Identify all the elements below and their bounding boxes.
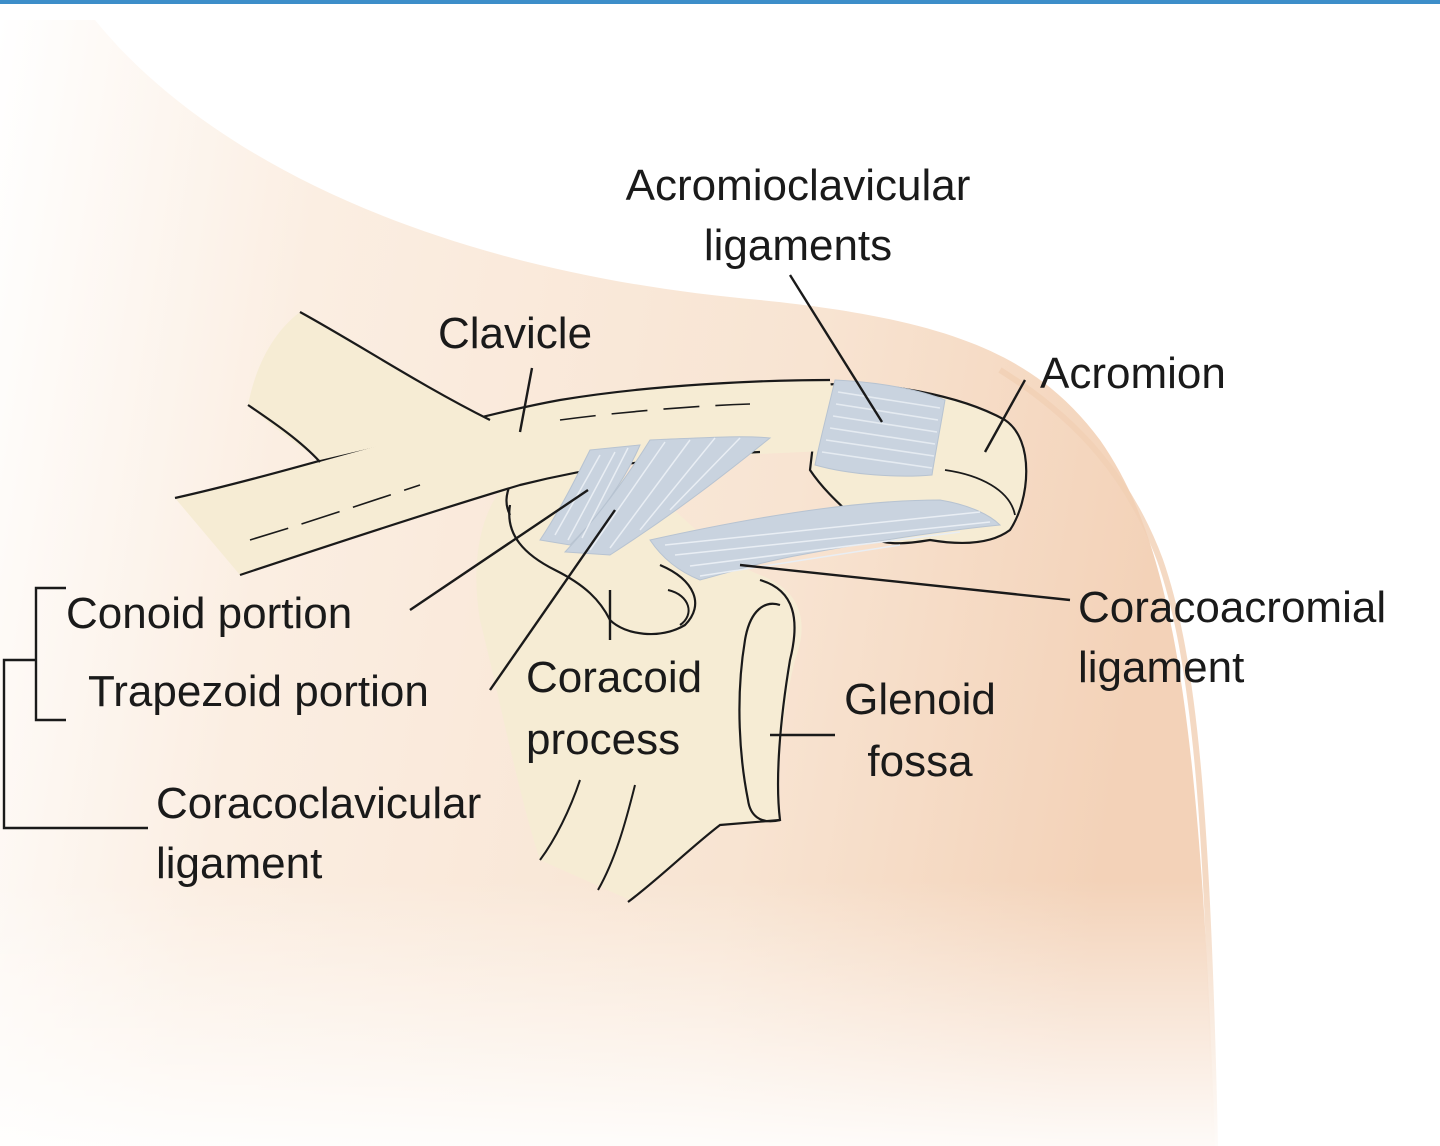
label-coracoid-line2: process bbox=[526, 710, 680, 770]
label-clavicle: Clavicle bbox=[438, 304, 592, 364]
label-coracoacromial-line1: Coracoacromial bbox=[1078, 578, 1386, 638]
label-acromioclavicular-line2: ligaments bbox=[598, 216, 998, 276]
label-coracoid-line1: Coracoid bbox=[526, 648, 702, 708]
label-coracoacromial-line2: ligament bbox=[1078, 638, 1244, 698]
label-glenoid-line2: fossa bbox=[820, 732, 1020, 792]
top-rule bbox=[0, 0, 1440, 4]
label-coracoclavicular-line1: Coracoclavicular bbox=[156, 774, 481, 834]
label-acromioclavicular-line1: Acromioclavicular bbox=[598, 156, 998, 216]
label-coracoclavicular-line2: ligament bbox=[156, 834, 322, 894]
label-acromion: Acromion bbox=[1040, 344, 1226, 404]
label-trapezoid-portion: Trapezoid portion bbox=[88, 662, 429, 722]
label-conoid-portion: Conoid portion bbox=[66, 584, 352, 644]
label-glenoid-line1: Glenoid bbox=[820, 670, 1020, 730]
